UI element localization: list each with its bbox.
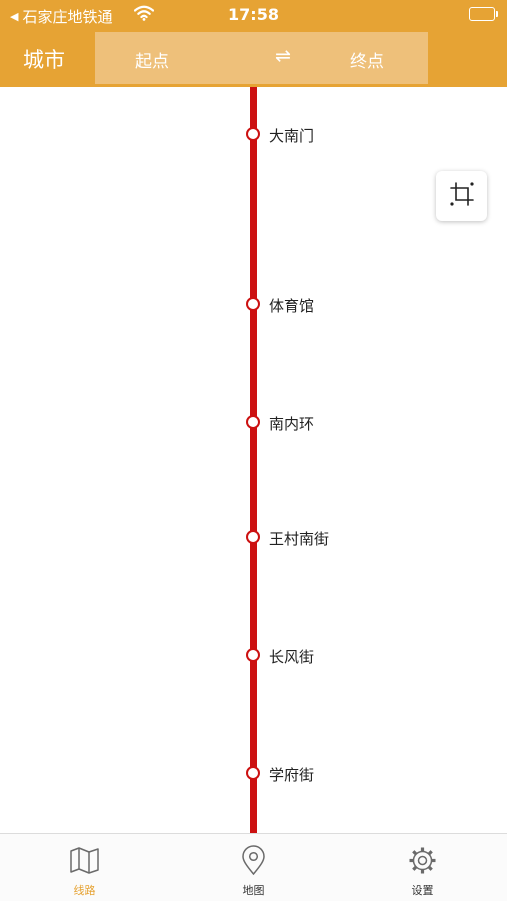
wifi-icon — [133, 5, 155, 25]
station-dot — [246, 127, 260, 141]
start-station-field[interactable]: 起点 — [135, 52, 169, 72]
location-pin-icon — [238, 845, 269, 876]
station-dot — [246, 297, 260, 311]
tab-map-label: 地图 — [242, 884, 265, 897]
station-name: 南内环 — [269, 415, 315, 433]
tab-settings-label: 设置 — [411, 884, 434, 897]
battery-icon — [469, 7, 498, 21]
station-name: 长风街 — [269, 648, 315, 666]
back-app-name: 石家庄地铁通 — [22, 8, 113, 26]
crop-button[interactable] — [436, 171, 487, 221]
tab-map[interactable]: 地图 — [169, 834, 338, 901]
station-name: 体育馆 — [269, 297, 315, 315]
status-time: 17:58 — [228, 5, 279, 24]
gear-icon — [407, 845, 438, 876]
station-dot — [246, 415, 260, 429]
station-name: 大南门 — [269, 127, 315, 145]
back-arrow-icon: ◀ — [10, 10, 19, 23]
tab-lines[interactable]: 线路 — [0, 834, 169, 901]
station-dot — [246, 766, 260, 780]
nav-bar: 城市 起点 ⇌ 终点 — [0, 30, 507, 87]
end-station-field[interactable]: 终点 — [350, 52, 384, 72]
swap-icon[interactable]: ⇌ — [275, 45, 291, 67]
city-selector[interactable]: 城市 — [23, 48, 65, 72]
station-dot — [246, 648, 260, 662]
line-map[interactable]: 大南门 体育馆 南内环 王村南街 长风街 学府街 — [0, 87, 507, 833]
station-name: 学府街 — [269, 766, 315, 784]
map-icon — [69, 845, 100, 876]
tab-bar: 线路 地图 — [0, 833, 507, 901]
metro-line — [250, 87, 257, 833]
tab-lines-label: 线路 — [73, 884, 96, 897]
route-search-box: 起点 ⇌ 终点 — [95, 32, 428, 84]
back-to-app[interactable]: ◀ 石家庄地铁通 — [10, 6, 112, 27]
status-bar: ◀ 石家庄地铁通 17:58 — [0, 0, 507, 30]
crop-icon — [448, 180, 476, 212]
station-name: 王村南街 — [269, 530, 330, 548]
station-dot — [246, 530, 260, 544]
tab-settings[interactable]: 设置 — [338, 834, 507, 901]
